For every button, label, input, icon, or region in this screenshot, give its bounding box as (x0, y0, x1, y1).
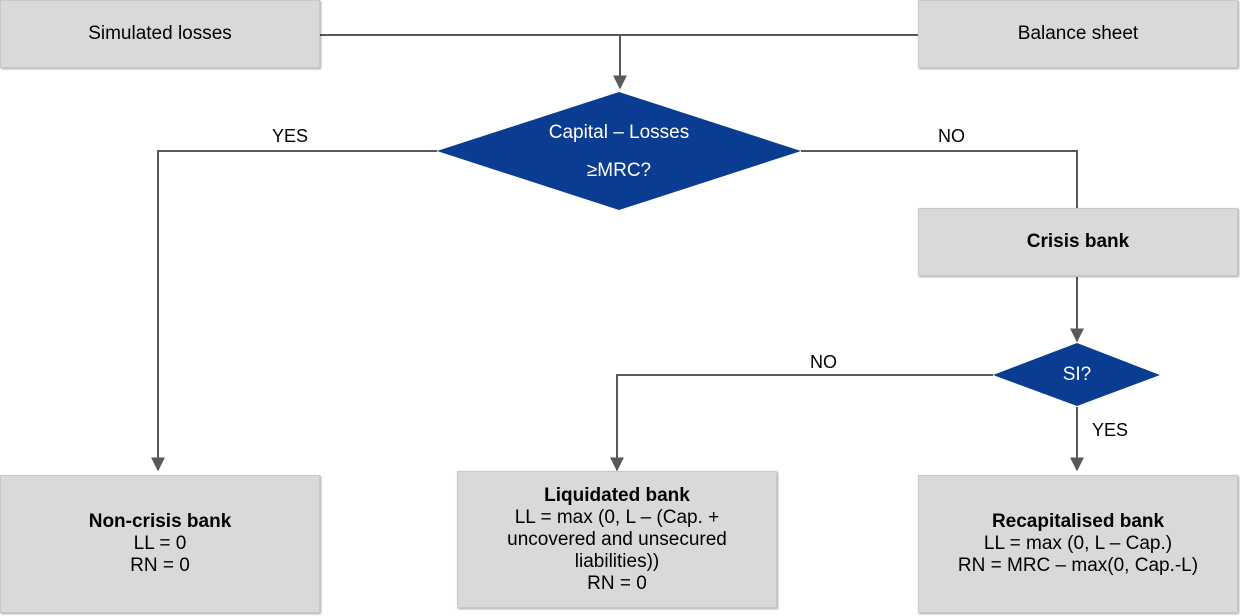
connector-si-no (610, 374, 993, 472)
non-crisis-bank-ll: LL = 0 (133, 533, 187, 554)
crisis-bank-label: Crisis bank (1026, 231, 1130, 252)
non-crisis-bank-rn: RN = 0 (130, 555, 190, 576)
connector-capital-yes (151, 150, 437, 472)
simulated-losses-box: Simulated losses (0, 0, 320, 68)
liquidated-bank-ll-line1: LL = max (0, L – (Cap. + (514, 506, 720, 528)
decision-capital-diamond (437, 92, 801, 210)
edge-label-capital-yes: YES (272, 126, 309, 146)
non-crisis-bank-title: Non-crisis bank (88, 511, 232, 532)
simulated-losses-label: Simulated losses (88, 23, 232, 44)
connector-capital-no (801, 150, 1078, 208)
edge-label-si-no: NO (810, 352, 837, 372)
recapitalised-bank-title: Recapitalised bank (991, 511, 1165, 532)
liquidated-bank-ll-line2: uncovered and unsecured (507, 528, 727, 550)
recapitalised-bank-box: Recapitalised bank LL = max (0, L – Cap.… (918, 475, 1238, 613)
liquidated-bank-box: Liquidated bank LL = max (0, L – (Cap. +… (457, 471, 777, 608)
balance-sheet-label: Balance sheet (1017, 23, 1139, 44)
edge-label-capital-no: NO (938, 126, 965, 146)
crisis-bank-box: Crisis bank (918, 208, 1238, 276)
decision-si-label: SI? (1062, 364, 1092, 385)
recapitalised-bank-rn: RN = MRC – max(0, Cap.-L) (957, 555, 1199, 576)
decision-capital-line1: Capital – Losses (548, 122, 690, 143)
liquidated-bank-title: Liquidated bank (544, 484, 690, 506)
non-crisis-bank-box: Non-crisis bank LL = 0 RN = 0 (0, 475, 320, 613)
decision-capital-line2: ≥MRC? (586, 160, 652, 181)
liquidated-bank-ll-line3: liabilities)) (574, 550, 660, 572)
recapitalised-bank-ll: LL = max (0, L – Cap.) (983, 533, 1173, 554)
balance-sheet-box: Balance sheet (918, 0, 1238, 68)
decision-si-diamond (993, 343, 1160, 406)
edge-label-si-yes: YES (1092, 420, 1129, 440)
decision-si-text: SI? (1037, 364, 1117, 386)
liquidated-bank-rn: RN = 0 (587, 572, 647, 594)
decision-capital-text: Capital – Losses ≥MRC? (519, 122, 719, 182)
